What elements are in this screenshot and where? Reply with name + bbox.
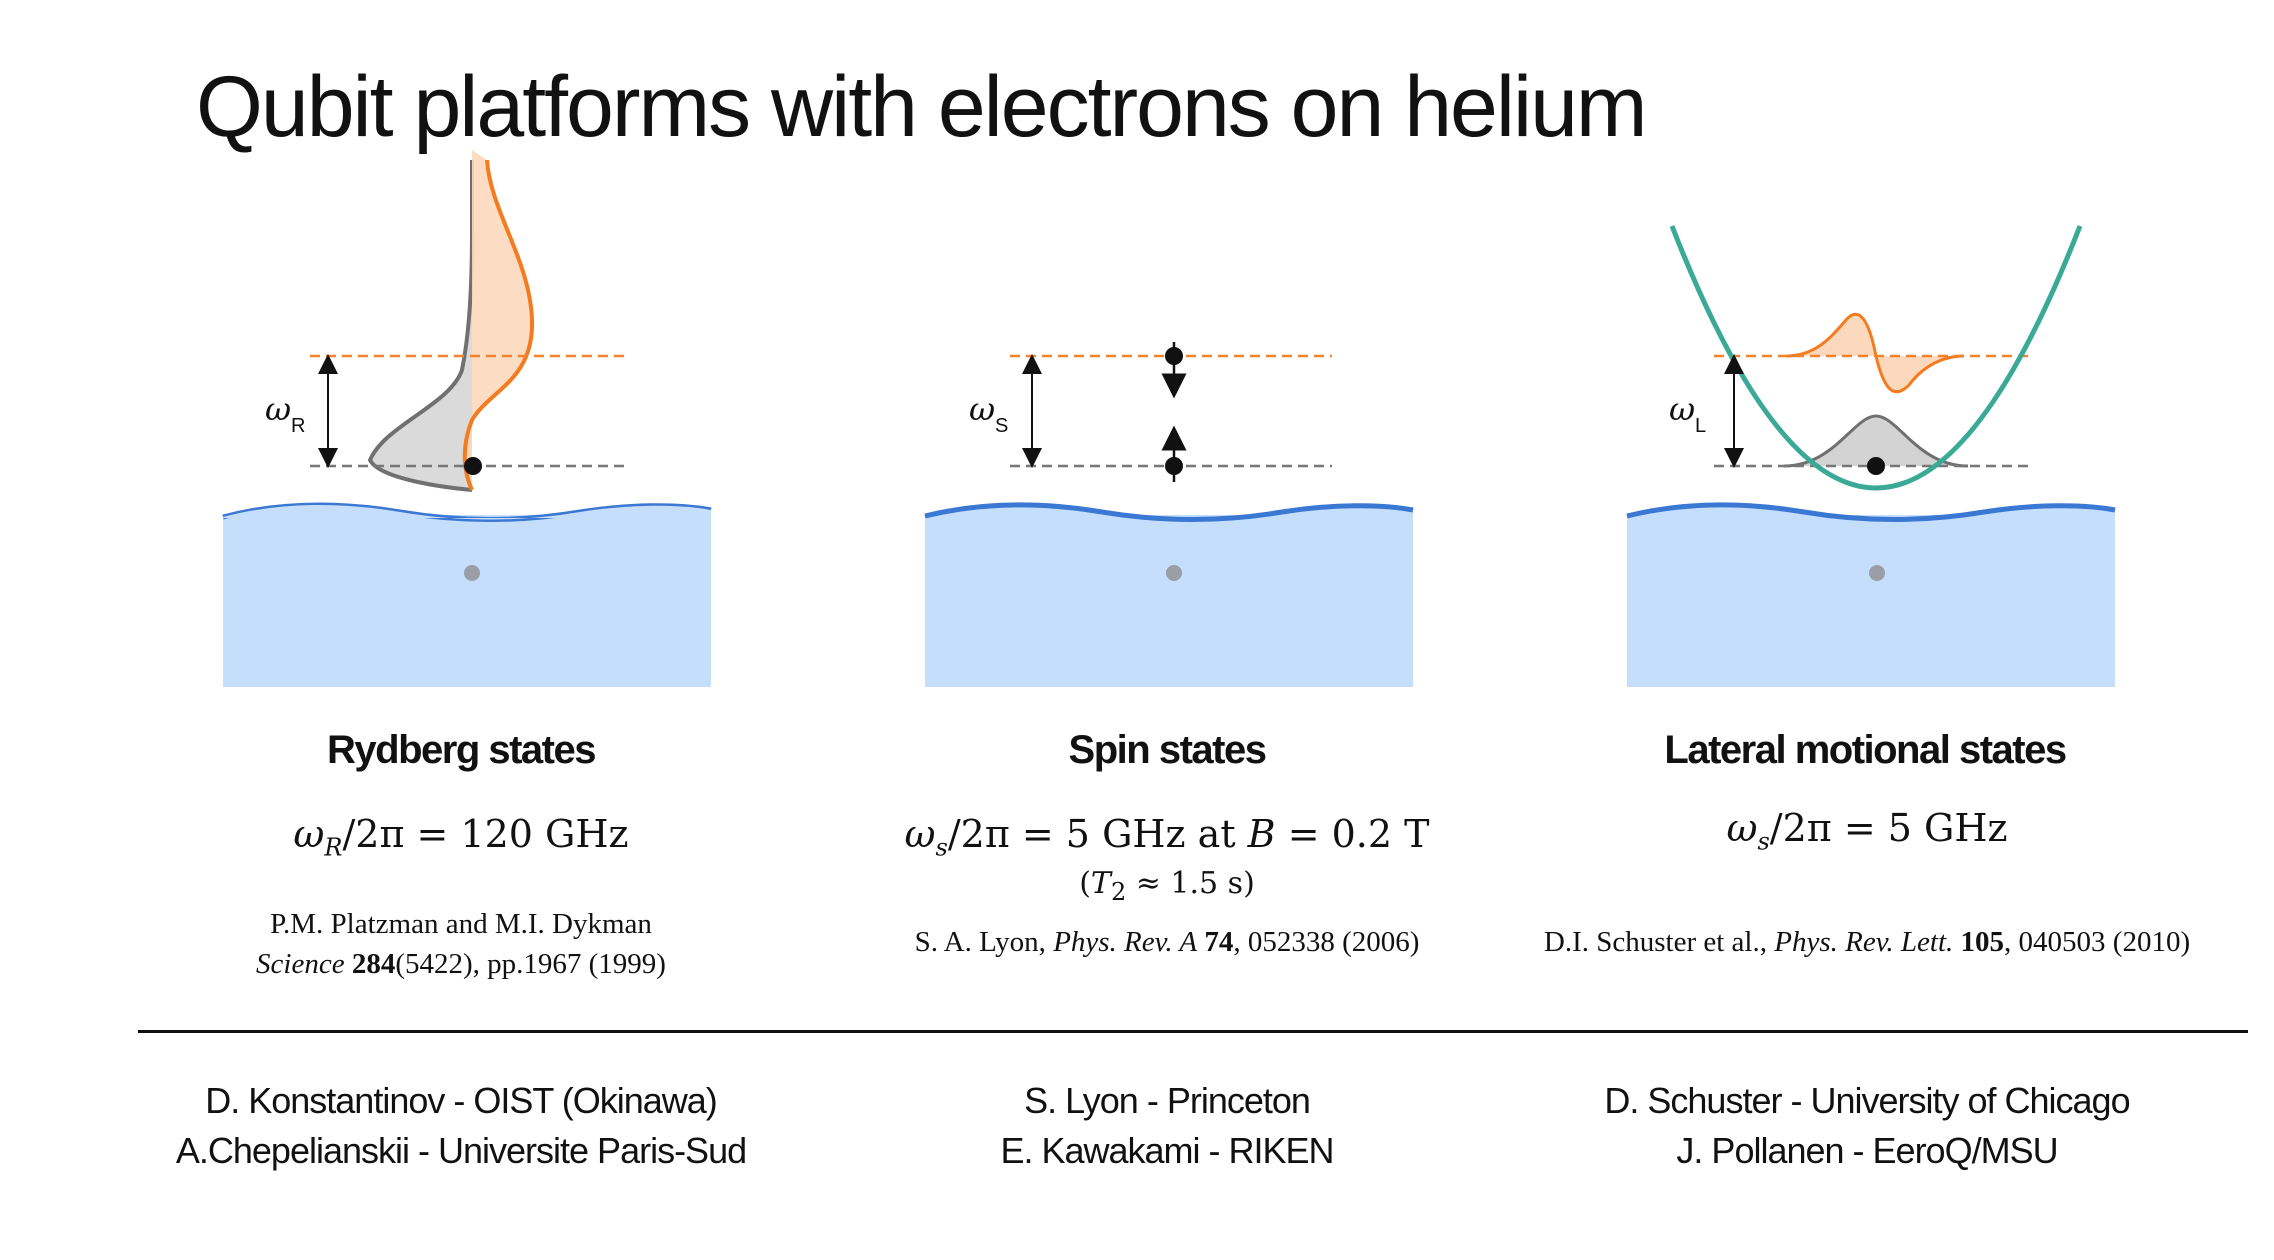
image-charge (1166, 565, 1182, 581)
rydberg-reference: P.M. Platzman and M.I. Dykman Science 28… (256, 908, 666, 980)
freq-subscript: S (995, 415, 1008, 437)
electron (1867, 457, 1885, 475)
spin-reference: S. A. Lyon, Phys. Rev. A 74, 052338 (200… (914, 926, 1420, 958)
group-line: E. Kawakami - RIKEN (1000, 1130, 1334, 1171)
group-line: D. Konstantinov - OIST (Okinawa) (205, 1080, 718, 1121)
groups-lateral: D. Schuster - University of Chicago J. P… (1507, 1076, 2227, 1176)
helium-bath (223, 515, 711, 687)
helium-bath (925, 515, 1413, 687)
ground-wavefunction-line (367, 160, 474, 492)
helium-surface (925, 504, 1413, 520)
group-line: J. Pollanen - EeroQ/MSU (1676, 1130, 2058, 1171)
rydberg-equation: ωR/2π = 120 GHz (293, 812, 629, 862)
excited-wavefunction (464, 150, 533, 490)
electron (464, 457, 482, 475)
groups-rydberg: D. Konstantinov - OIST (Okinawa) A.Chepe… (101, 1076, 821, 1176)
freq-subscript: L (1695, 415, 1706, 437)
page-title: Qubit platforms with electrons on helium (196, 59, 1648, 155)
image-charge (464, 565, 480, 581)
image-charge (1869, 565, 1885, 581)
group-line: D. Schuster - University of Chicago (1604, 1080, 2130, 1121)
rydberg-diagram: ω R (222, 150, 712, 687)
spin-equation: ωs/2π = 5 GHz at B = 0.2 T (904, 812, 1430, 862)
lateral-reference: D.I. Schuster et al., Phys. Rev. Lett. 1… (1543, 926, 2191, 958)
electron-ground (1165, 457, 1183, 475)
helium-bath (1627, 515, 2115, 687)
electron-excited (1165, 347, 1183, 365)
spin-heading: Spin states (1068, 728, 1267, 772)
lateral-equation: ωs/2π = 5 GHz (1726, 806, 2008, 856)
ground-wavefunction (1784, 416, 1968, 466)
freq-label: ω (969, 390, 995, 428)
excited-wavefunction-line (462, 159, 535, 491)
group-line: S. Lyon - Princeton (1024, 1080, 1311, 1121)
ground-wavefunction (370, 160, 472, 490)
helium-surface-fill (223, 505, 711, 520)
group-line: A.Chepelianskii - Universite Paris-Sud (175, 1130, 747, 1171)
groups-spin: S. Lyon - Princeton E. Kawakami - RIKEN (807, 1076, 1527, 1176)
lateral-heading: Lateral motional states (1664, 728, 2067, 772)
lateral-diagram: ω L (1626, 225, 2116, 687)
spin-diagram: ω S (924, 342, 1414, 687)
freq-label: ω (1669, 390, 1695, 428)
rydberg-heading: Rydberg states (327, 728, 596, 772)
freq-subscript: R (291, 415, 305, 437)
helium-surface (1627, 504, 2115, 520)
freq-label: ω (265, 390, 291, 428)
divider (138, 1030, 2248, 1033)
spin-coherence: (T2 ≈ 1.5 s) (1079, 866, 1255, 906)
